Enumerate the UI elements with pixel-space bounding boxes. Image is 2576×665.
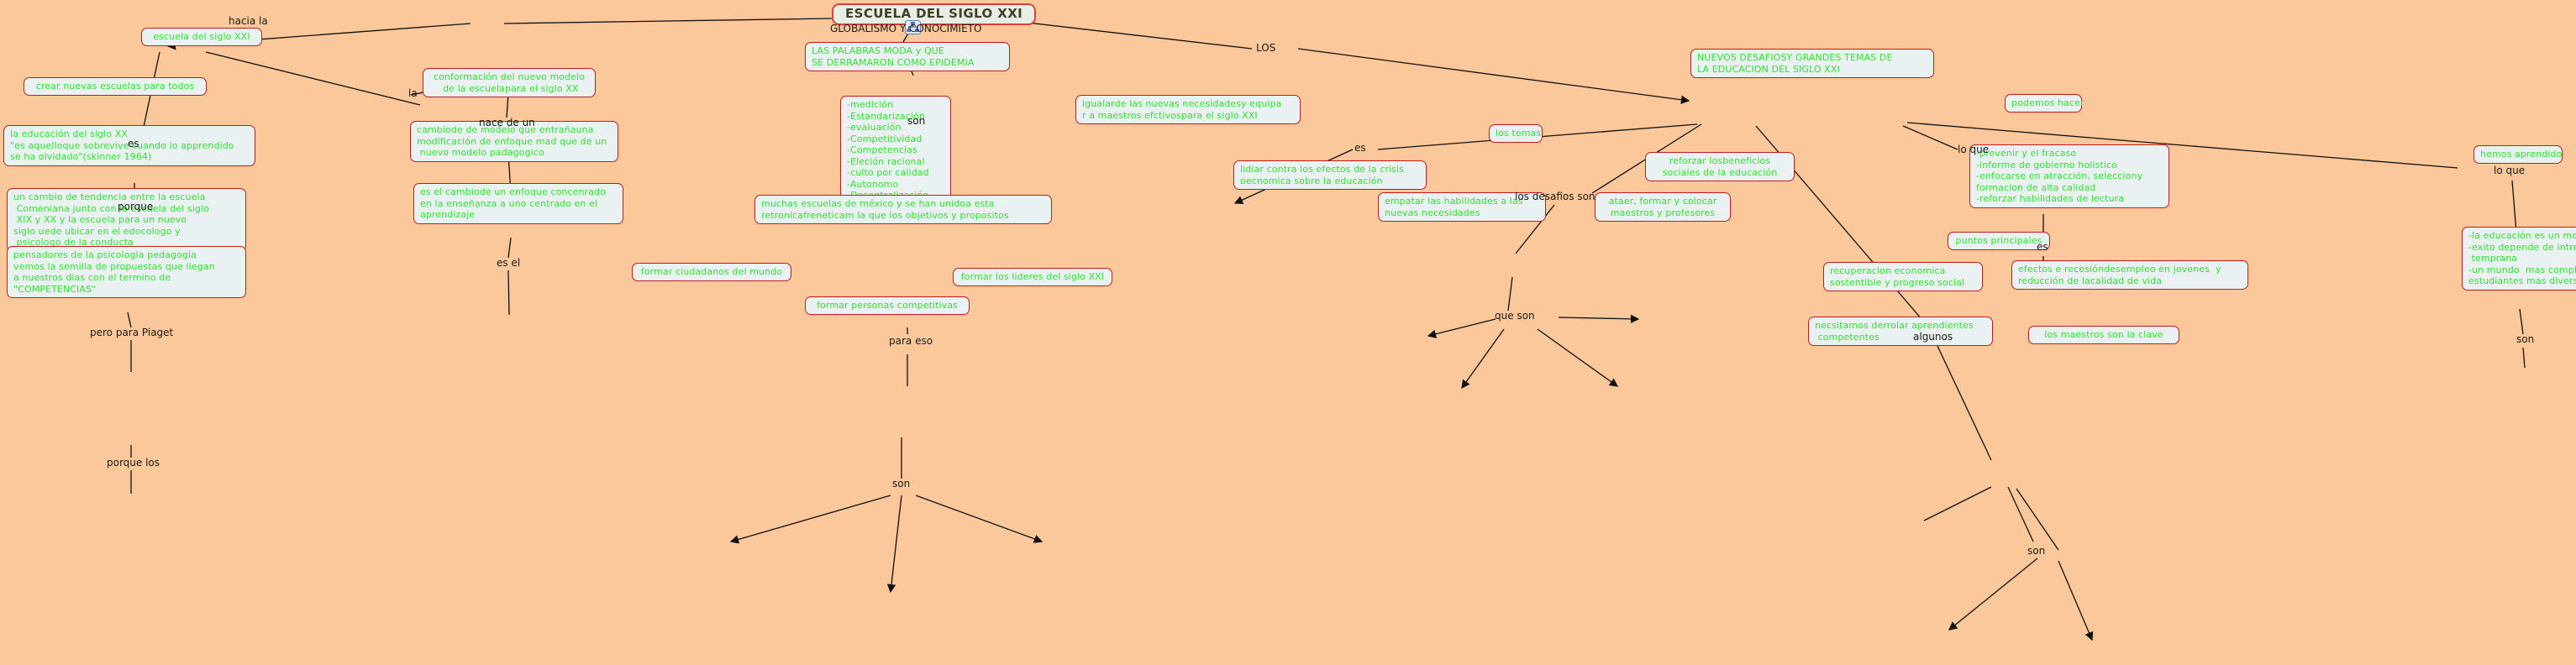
node-educacion-motr[interactable]: -la educación es un motr -exito depende … (2462, 227, 2576, 291)
node-ataer-formar[interactable]: ataer, formar y colocar maestros y profe… (1595, 192, 1731, 222)
root-node[interactable]: ESCUELA DEL SIGLO XXI (832, 3, 1037, 25)
node-empatar-habilidades[interactable]: empatar las habilidades a las nuevas nec… (1378, 192, 1546, 222)
node-cambio-tendencia[interactable]: un cambio de tendencia entre la escuela … (7, 188, 246, 252)
node-muchas-escuelas[interactable]: muchas escuelas de méxico y se han unido… (754, 195, 1052, 224)
node-pensadores[interactable]: pensadores de la psicologia pedagogia ve… (7, 246, 246, 298)
link-label-porque-los: porque los (107, 457, 160, 469)
node-educacion-siglo-xx[interactable]: la educación del siglo XX "es aquelloque… (3, 125, 255, 166)
node-maestros-clave[interactable]: los maestros son la clave (2028, 326, 2179, 344)
link-label-son-2: son (892, 478, 911, 490)
node-formar-personas[interactable]: formar personas competitivas (805, 296, 970, 315)
node-podemos-hacer[interactable]: podemos hacer (2005, 94, 2084, 113)
link-label-globalismo: GLOBALISMO Y CONOCIMIETO (830, 23, 982, 34)
node-escuela-siglo-xxi[interactable]: escuela del siglo XXI (141, 28, 262, 46)
link-label-lo-que-1: lo que (1958, 144, 1990, 155)
node-lidiar-crisis[interactable]: lidiar contra los efectos de la crisis o… (1233, 160, 1427, 190)
link-label-es-3: es (2037, 241, 2048, 253)
link-label-que-son: que son (1495, 310, 1535, 322)
node-puntos-principales[interactable]: puntos principales (1948, 232, 2050, 250)
node-palabras-moda[interactable]: LAS PALABRAS MODA y QUE SE DERRAMARON CO… (805, 42, 1010, 71)
link-label-los: LOS (1256, 42, 1276, 54)
link-label-son-4: son (2516, 333, 2535, 345)
link-label-hacia-la: hacia la (229, 15, 268, 27)
node-hemos-aprendido[interactable]: hemos aprendido (2473, 145, 2563, 164)
link-label-es-1: es (128, 138, 139, 149)
link-label-nace-de-un: nace de un (479, 117, 535, 128)
link-label-pero-para-piaget: pero para Piaget (90, 327, 174, 338)
node-efectos-recesion[interactable]: efectos e recesióndesempleo en jovenes y… (2011, 260, 2248, 290)
node-reforzar-beneficios[interactable]: reforzar losbeneficios sociales de la ed… (1645, 152, 1795, 181)
link-label-son-3: son (2027, 545, 2046, 557)
node-los-temas[interactable]: los temas (1489, 124, 1543, 143)
link-label-la: la (408, 87, 418, 99)
node-crear-nuevas-escuelas[interactable]: crear nuevas escuelas para todos (24, 77, 207, 96)
link-label-porque: porque (118, 201, 154, 212)
node-formar-lideres[interactable]: formar los lideres del siglo XXI (953, 268, 1112, 286)
link-label-para-eso: para eso (889, 335, 933, 347)
node-igualar[interactable]: igualarde las nuevas necesidadesy equipa… (1075, 95, 1301, 124)
node-cambio-modelo[interactable]: cambiode de modelo que entrañauna modifi… (410, 121, 618, 162)
node-necesitamos[interactable]: necsitamos derrolar aprendientes compete… (1808, 317, 1993, 346)
link-label-los-desafios-son: los desafios son (1515, 191, 1596, 202)
link-label-lo-que-2: lo que (2494, 165, 2526, 176)
node-formar-ciudadanos[interactable]: formar ciudadanos del mundo (632, 263, 791, 281)
node-conformacion[interactable]: conformación del nuevo modelo de la escu… (423, 68, 596, 97)
node-es-el-cambio[interactable]: es el cambiode un enfoque concenrado en … (413, 183, 623, 224)
link-label-es-el: es el (497, 257, 521, 269)
link-label-algunos: algunos (1913, 331, 1953, 343)
hierarchy-icon[interactable] (905, 20, 921, 34)
node-lista-palabras[interactable]: -medición -Estandarización -evaluación -… (840, 96, 951, 205)
node-recuperacion[interactable]: recuperacion economica sostentible y pro… (1823, 262, 1983, 291)
link-label-es-2: es (1354, 142, 1366, 154)
node-prevenir-fracaso[interactable]: -prevenir y el fracaso -informe de gobie… (1969, 144, 2169, 208)
link-label-son-1: son (907, 115, 926, 127)
node-nuevos-desafios[interactable]: NUEVOS DESAFIOSY GRANDES TEMAS DE LA EDU… (1690, 49, 1934, 78)
